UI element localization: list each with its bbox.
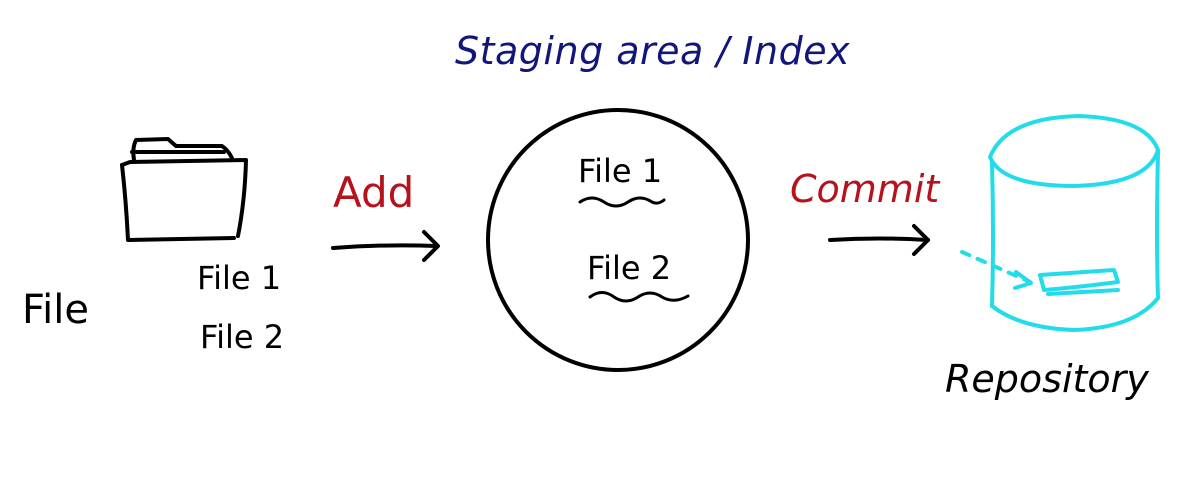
folder-file-1-label: File 1 bbox=[197, 259, 282, 297]
staged-file-1-label: File 1 bbox=[578, 152, 663, 190]
working-directory-label: File bbox=[22, 287, 89, 333]
folder-icon bbox=[120, 137, 248, 242]
folder-file-2-label: File 2 bbox=[200, 318, 285, 356]
repository-cylinder-icon bbox=[960, 114, 1160, 332]
commit-label: Commit bbox=[790, 167, 940, 211]
add-arrow bbox=[331, 230, 440, 262]
file-2-underline bbox=[588, 291, 690, 303]
add-label: Add bbox=[333, 168, 415, 217]
file-1-underline bbox=[578, 196, 666, 208]
staged-file-2-label: File 2 bbox=[587, 249, 672, 287]
staging-area-title: Staging area / Index bbox=[455, 29, 851, 73]
repository-label: Repository bbox=[945, 357, 1149, 401]
staging-area-circle bbox=[486, 108, 750, 372]
commit-arrow bbox=[828, 224, 930, 256]
